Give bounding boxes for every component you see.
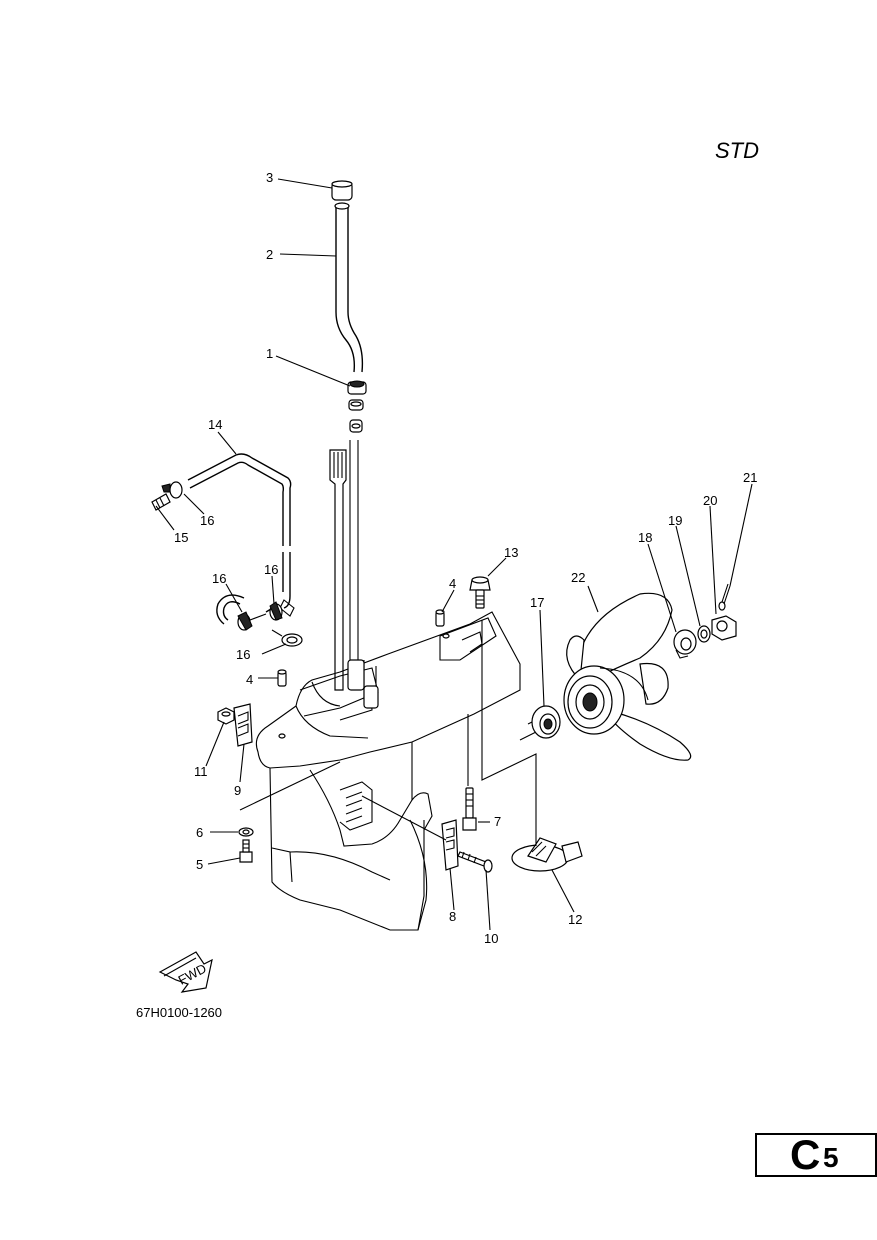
- std-label: STD: [715, 138, 759, 163]
- callout-3: 3: [266, 170, 273, 185]
- spacer-18: [673, 629, 697, 659]
- page-number: 5: [823, 1142, 839, 1173]
- hose-clamp-16c: [269, 601, 283, 621]
- callout-20: 20: [703, 493, 717, 508]
- leader-lines: [155, 178, 753, 931]
- callout-5: 5: [196, 857, 203, 872]
- anode-8: [441, 819, 459, 871]
- callout-21: 21: [743, 470, 757, 485]
- hose-clamp-16a: [161, 481, 183, 499]
- page-letter: C: [790, 1131, 820, 1178]
- callout-16b: 16: [212, 571, 226, 586]
- callout-12: 12: [568, 912, 582, 927]
- callout-14: 14: [208, 417, 222, 432]
- callout-2: 2: [266, 247, 273, 262]
- washer-6: [238, 827, 254, 837]
- callout-22: 22: [571, 570, 585, 585]
- callout-9: 9: [234, 783, 241, 798]
- hose-14: [187, 453, 295, 625]
- page-number-box: C 5: [755, 1131, 877, 1178]
- hose-clamp-16d: [271, 629, 303, 647]
- callout-16a: 16: [200, 513, 214, 528]
- callout-16c: 16: [264, 562, 278, 577]
- callout-4b: 4: [246, 672, 253, 687]
- grommet-3: [331, 180, 353, 201]
- propeller-22: [563, 592, 692, 761]
- washer-19: [697, 625, 711, 643]
- callout-4a: 4: [449, 576, 456, 591]
- bolt-13: [469, 576, 491, 609]
- reference-lines: [239, 620, 537, 846]
- fwd-arrow: FWD: [158, 951, 213, 993]
- dowel-pin-4b: [277, 669, 287, 687]
- nut-20: [711, 615, 737, 641]
- grommet-1: [347, 380, 367, 433]
- callout-7: 7: [494, 814, 501, 829]
- bolt-7: [462, 787, 477, 831]
- screw-10: [457, 851, 493, 873]
- callout-1: 1: [266, 346, 273, 361]
- callout-10: 10: [484, 931, 498, 946]
- callout-numbers: 3 2 1 14 16 15 16 16 16 4 4 13 17 22 18 …: [174, 170, 757, 946]
- nut-11: [217, 707, 235, 725]
- hose-fitting-15: [151, 493, 171, 511]
- anode-9: [233, 703, 253, 747]
- dowel-pin-4a: [435, 609, 445, 627]
- callout-11: 11: [194, 764, 208, 779]
- cotter-pin-21: [718, 583, 731, 611]
- water-tube-2: [334, 202, 364, 373]
- lower-case-housing: [255, 611, 521, 931]
- callout-13: 13: [504, 545, 518, 560]
- anode-12: [511, 837, 583, 872]
- part-code: 67H0100-1260: [136, 1005, 223, 1020]
- bolt-5: [239, 839, 253, 863]
- callout-19: 19: [668, 513, 682, 528]
- spacer-17: [527, 705, 561, 739]
- hose-clamp-16b: [237, 611, 267, 631]
- callout-8: 8: [449, 909, 456, 924]
- callout-15: 15: [174, 530, 188, 545]
- callout-17: 17: [530, 595, 544, 610]
- callout-6: 6: [196, 825, 203, 840]
- drive-shaft: [329, 440, 359, 691]
- callout-18: 18: [638, 530, 652, 545]
- callout-16d: 16: [236, 647, 250, 662]
